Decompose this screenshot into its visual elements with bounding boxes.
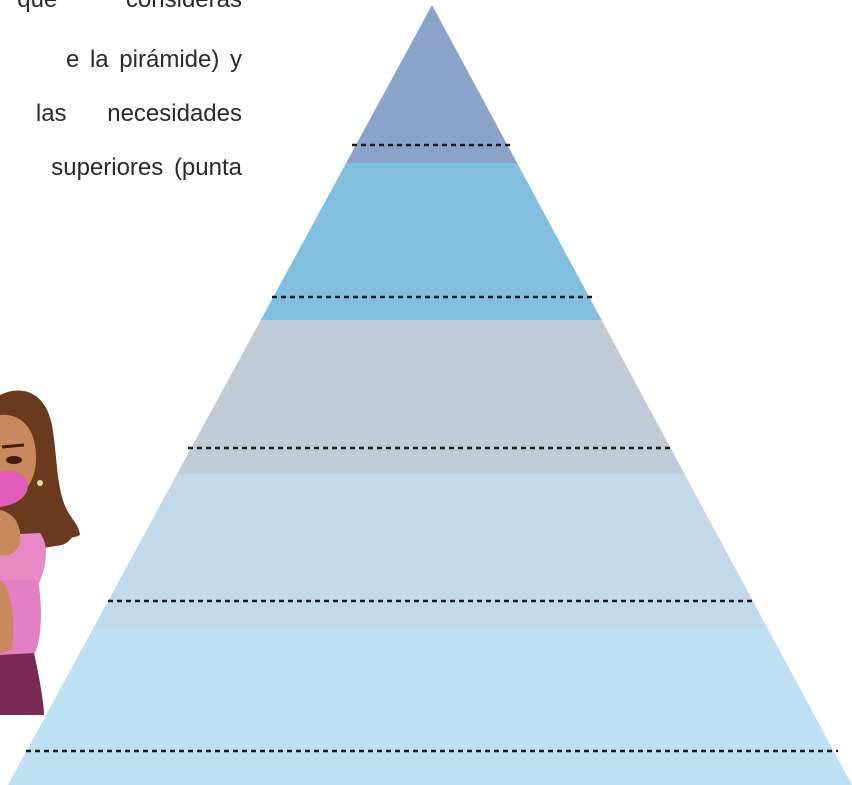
pyramid-level-1-base	[8, 628, 852, 785]
instruction-line-3: las necesidades	[35, 100, 242, 127]
pyramid-level-3	[8, 320, 852, 474]
pyramid-level-2	[8, 474, 852, 628]
girl-with-mask-thinking-icon	[0, 390, 80, 715]
instruction-line-1: que consideras	[17, 0, 242, 14]
pyramid-level-5-top	[8, 5, 852, 163]
instructions-text: que consideras e la pirámide) y las nece…	[0, 0, 272, 200]
instruction-line-2: e la pirámide) y	[65, 46, 242, 73]
instruction-line-4: superiores (punta	[51, 154, 242, 181]
